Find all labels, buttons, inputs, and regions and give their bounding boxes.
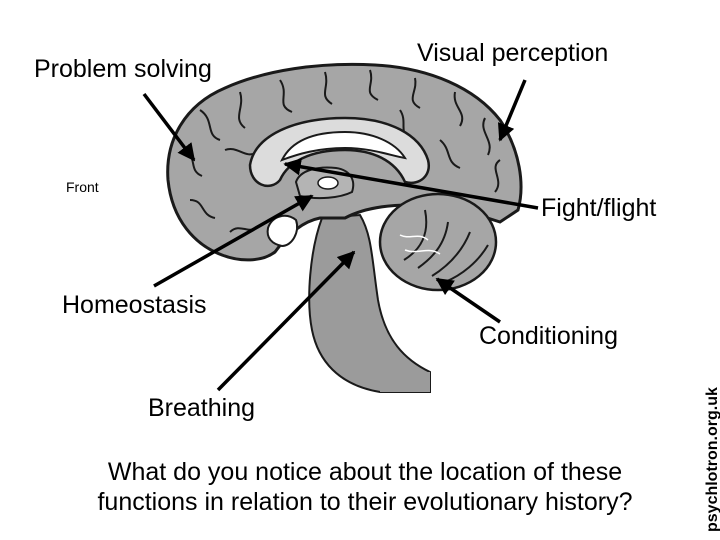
arrow-conditioning xyxy=(435,277,501,324)
spinal-cord xyxy=(380,372,430,392)
corpus-callosum xyxy=(248,116,431,188)
cerebellum xyxy=(378,192,498,292)
label-visual-perception: Visual perception xyxy=(417,39,609,67)
arrow-problem-solving xyxy=(142,92,196,162)
arrow-visual-perception xyxy=(497,79,527,142)
label-breathing: Breathing xyxy=(148,394,256,422)
question-text: What do you notice about the location of… xyxy=(40,457,690,517)
label-problem-solving: Problem solving xyxy=(34,55,212,83)
arrow-breathing xyxy=(216,250,356,392)
label-front: Front xyxy=(66,179,99,195)
inner-ventricle xyxy=(279,130,408,162)
label-fight-flight: Fight/flight xyxy=(541,194,657,222)
label-conditioning: Conditioning xyxy=(479,322,618,350)
question-line-2: functions in relation to their evolution… xyxy=(97,488,633,516)
label-homeostasis: Homeostasis xyxy=(62,291,207,319)
pituitary xyxy=(266,214,298,248)
hypothalamus xyxy=(317,176,339,190)
arrow-fight-flight xyxy=(283,158,539,210)
arrow-homeostasis xyxy=(153,194,314,288)
question-line-1: What do you notice about the location of… xyxy=(107,458,623,486)
gyri-lines xyxy=(184,69,501,233)
source-credit: psychlotron.org.uk xyxy=(704,387,720,532)
cerebrum xyxy=(166,62,523,262)
